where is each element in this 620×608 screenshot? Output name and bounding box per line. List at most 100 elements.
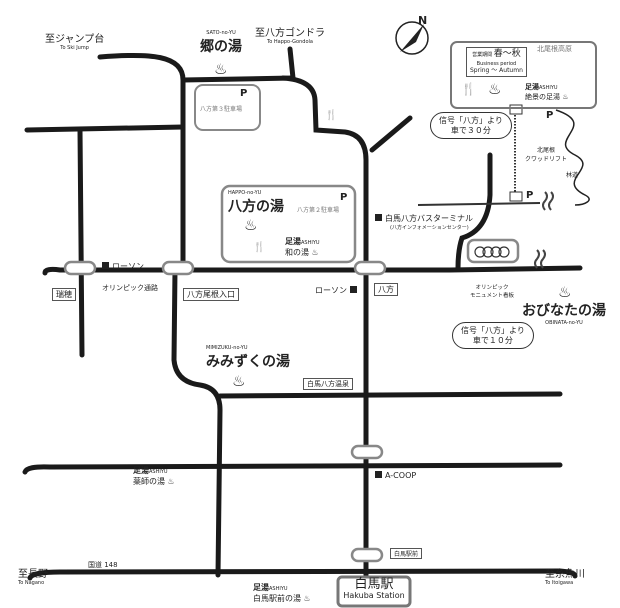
parking-3-area <box>194 84 261 131</box>
signal-ekimae: 白馬駅前 <box>390 548 423 559</box>
dir-en: To Nagano <box>18 580 45 586</box>
bubble-to-obinata: 信号「八方」より 車で１０分 <box>452 322 534 350</box>
traffic-signals <box>63 260 387 563</box>
olympic-monument-label: オリンピック モニュメント看板 <box>470 285 515 299</box>
a-coop[interactable]: A-COOP <box>375 471 416 480</box>
owone-area <box>450 41 597 109</box>
parking-icon: P <box>340 192 348 203</box>
road-compass <box>369 115 413 153</box>
dir-ja: 至糸魚川 <box>545 569 585 580</box>
road-468 <box>22 462 563 475</box>
parking-3-label[interactable]: 八方第３駐車場 <box>200 106 243 113</box>
dir-en: To Ski Jump <box>60 45 89 51</box>
route-148-label: 国道 148 <box>88 561 118 569</box>
road-bus-terminal <box>455 152 493 271</box>
station-box <box>336 575 412 608</box>
onsen-icon: ♨ <box>558 283 572 301</box>
ashiyu-name: 白馬駅前の湯 <box>253 594 301 603</box>
road-top <box>180 75 296 83</box>
station-en: Hakuba Station <box>343 591 405 601</box>
info-center-label: (八方インフォメーションセンター) <box>390 225 469 231</box>
signal-happo-one: 八方尾根入口 <box>183 288 239 301</box>
bus-terminal-label: 白馬八方バスターミナル <box>385 214 473 223</box>
ashiyu-label: 足湯 <box>253 583 269 592</box>
onsen-icon: ♨ <box>232 372 246 390</box>
onsen-icon: ♨ <box>214 60 228 78</box>
forest-road-label: 林道 <box>566 172 579 179</box>
dir-en: To Itoigawa <box>545 580 574 586</box>
road-395 <box>217 391 563 399</box>
parking-icon: P <box>240 88 248 99</box>
onsen-en: MIMIZUKU-no-YU <box>206 345 248 351</box>
lawson-label: ローソン <box>315 286 347 295</box>
lawson-2[interactable]: ローソン <box>315 285 360 296</box>
compass-label: N <box>418 14 428 27</box>
signal-zuiho: 瑞穂 <box>52 288 76 301</box>
acoop-label: A-COOP <box>385 471 417 480</box>
restaurant-icon: 🍴 <box>461 82 476 96</box>
signal-happo: 八方 <box>374 283 398 296</box>
owone-kogen-label: 北尾根高原 <box>537 45 572 53</box>
business-period-box: 営業期間 春～秋 Business period Spring ～ Autumn <box>466 47 527 77</box>
ashiyu-label: 足湯 <box>525 83 539 91</box>
onsen-ja: 八方の湯 <box>228 199 284 215</box>
ashiyu-label: 足湯 <box>285 237 301 246</box>
happo-area <box>220 184 357 264</box>
dir-ja: 至八方ゴンドラ <box>255 28 325 39</box>
lift-label: 北尾根 クワッドリフト <box>525 147 568 163</box>
period-en: Business period <box>476 60 517 67</box>
period-ja: 春～秋 <box>493 49 521 59</box>
hakuba-happo-onsen-label: 白馬八方温泉 <box>303 378 353 390</box>
ashiyu-name: 絶景の足湯 <box>525 93 560 101</box>
ashiyu-name: 薬師の湯 <box>133 477 165 486</box>
onsen-happo[interactable]: HAPPO-no-YU 八方の湯 <box>228 190 284 216</box>
lawson-1[interactable]: ローソン <box>102 261 144 272</box>
road-west-north <box>24 124 186 133</box>
ashiyu-label: 足湯 <box>133 466 149 475</box>
bubble-to-owone: 信号「八方」より 車で３０分 <box>430 112 512 140</box>
road-west-vertical <box>77 127 85 358</box>
restaurant-icon: 🍴 <box>325 110 338 121</box>
onsen-ja: 郷の湯 <box>200 39 242 55</box>
road-148 <box>27 568 578 581</box>
onsen-ja: おびなたの湯 <box>522 303 606 319</box>
ashiyu-name: 和の湯 <box>285 248 309 257</box>
onsen-ja: みみずくの湯 <box>206 354 290 370</box>
onsen-icon: ♨ <box>488 80 502 98</box>
road-gondola <box>287 46 296 81</box>
onsen-en: HAPPO-no-YU <box>228 190 262 196</box>
bus-terminal[interactable]: 白馬八方バスターミナル (八方インフォメーションセンター) <box>375 213 473 231</box>
compass-icon <box>395 21 429 55</box>
road-ski-jump <box>97 52 186 273</box>
forest-road <box>555 109 590 206</box>
ashiyu-en: ASHIYU <box>269 586 288 592</box>
onsen-en: OBINATA-no-YU <box>545 320 583 326</box>
dir-ja: 至ジャンプ台 <box>45 34 105 45</box>
road-mimizuku <box>171 267 223 578</box>
parking-2-label[interactable]: 八方第２駐車場 <box>297 207 340 214</box>
road-olympic <box>42 265 583 276</box>
olympic-road-label: オリンピック通路 <box>102 284 158 292</box>
parking-icon: P <box>526 190 534 201</box>
lawson-label: ローソン <box>112 262 144 271</box>
dir-en: To Happo-Gondola <box>267 39 313 45</box>
period-label: 営業期間 <box>472 52 493 58</box>
onsen-icon: ♨ <box>244 216 258 234</box>
parking-icon: P <box>546 110 554 121</box>
onsen-mimizuku[interactable]: MIMIZUKU-no-YU みみずくの湯 <box>206 345 290 371</box>
period-en-season: Spring ～ Autumn <box>470 67 523 75</box>
ashiyu-en: ASHIYU <box>539 85 558 91</box>
